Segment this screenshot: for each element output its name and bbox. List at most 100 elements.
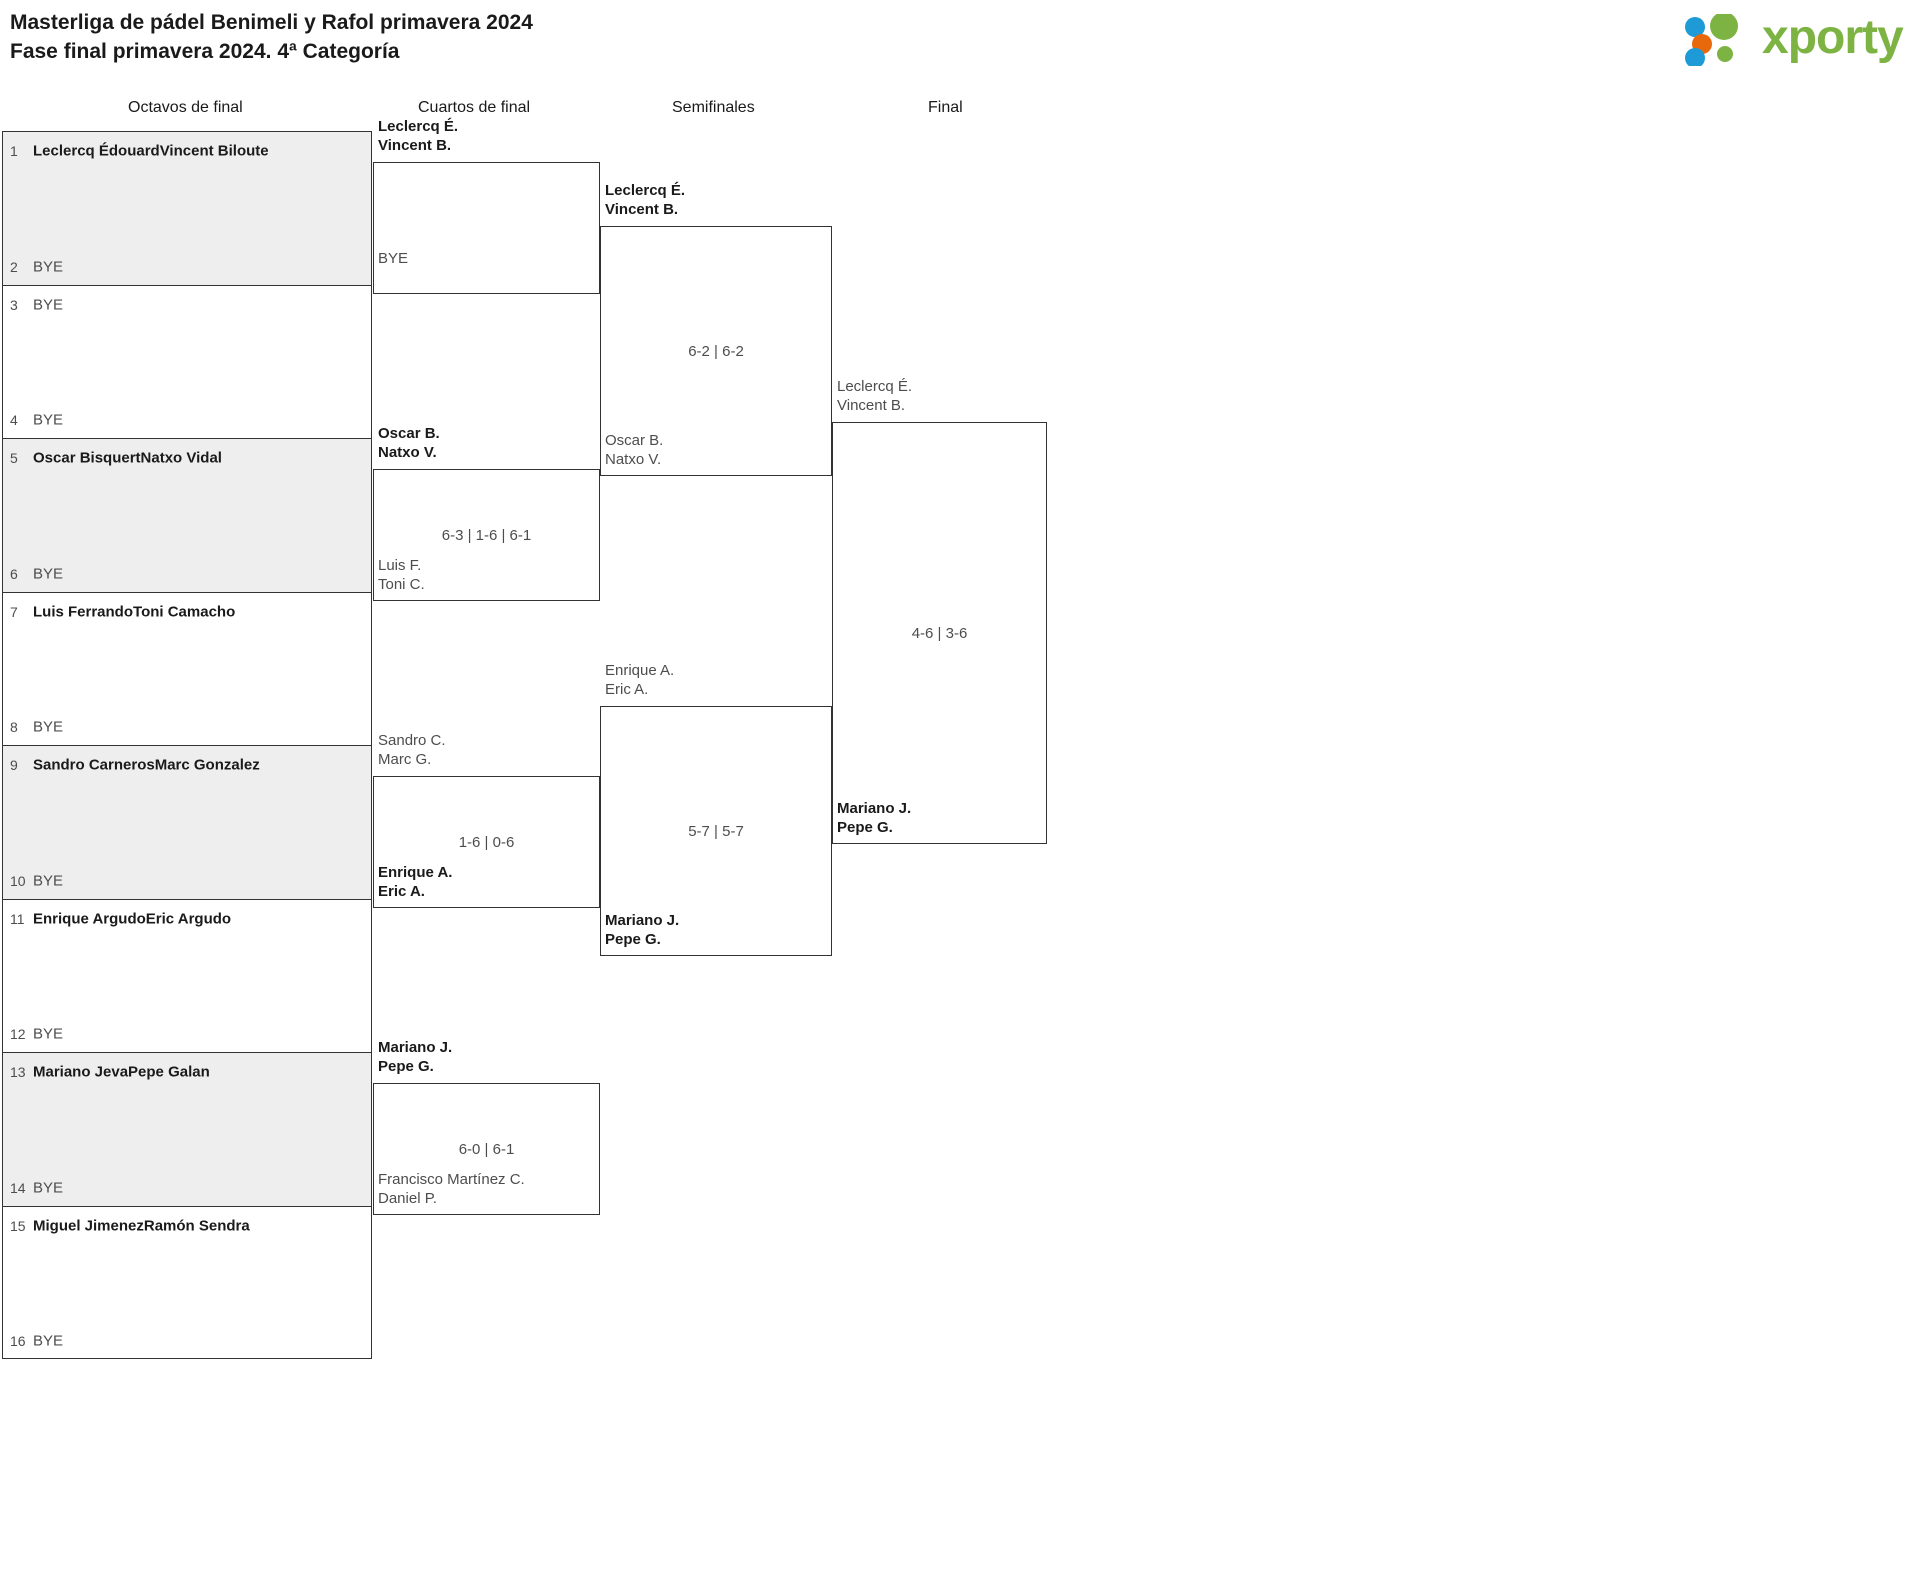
participant-line: BYE — [378, 250, 409, 267]
participant-line: Oscar Bisquert — [33, 449, 141, 467]
participant-line: Vincent B. — [378, 137, 452, 154]
round-header-final: Final — [928, 99, 963, 116]
participant-line: Eric Argudo — [145, 910, 232, 927]
final-match-1-box[interactable]: 4-6 | 3-6 — [832, 422, 1047, 844]
participant-line: Mariano Jeva — [33, 1063, 129, 1081]
seed-number: 5 — [10, 450, 18, 466]
participant-line: Luis Ferrando — [33, 603, 134, 620]
round-header-cuartos: Cuartos de final — [418, 99, 531, 116]
participant-line: Toni Camacho — [133, 603, 236, 620]
participant-names: Sandro CarnerosMarc Gonzalez — [33, 756, 260, 775]
semis-match-1-bottom-participant: Oscar B.Natxo V. — [605, 431, 663, 469]
seed-number: 12 — [10, 1026, 26, 1042]
cuartos-match-2-bottom-participant: Luis F.Toni C. — [378, 556, 425, 594]
cuartos-match-1-bottom-participant: BYE — [378, 249, 408, 268]
participant-line: Eric A. — [378, 883, 425, 900]
participant-line: Natxo V. — [378, 444, 437, 461]
bye-label: BYE — [33, 411, 64, 429]
participant-line: Francisco Martínez C. — [378, 1171, 525, 1188]
participant-line: Mariano J. — [378, 1039, 453, 1056]
round1-slot-4[interactable]: 4 BYE — [3, 403, 371, 437]
seed-number: 7 — [10, 603, 18, 620]
participant-line: Sandro Carneros — [33, 756, 155, 774]
bye-label: BYE — [33, 565, 64, 582]
seed-number: 3 — [10, 296, 18, 313]
cuartos-match-4-box[interactable]: 6-0 | 6-1 — [373, 1083, 600, 1215]
round1-slot-12[interactable]: 12 BYE — [3, 1017, 371, 1051]
round-header-octavos: Octavos de final — [128, 99, 243, 116]
bye-label: BYE — [33, 1332, 64, 1350]
participant-names: Luis FerrandoToni Camacho — [33, 602, 235, 621]
participant-line: Leclercq Édouard — [33, 142, 160, 160]
cuartos-match-4-top-participant: Mariano J. Pepe G. — [378, 1038, 452, 1076]
cuartos-match-2-score: 6-3 | 1-6 | 6-1 — [441, 527, 532, 544]
round1-slot-11[interactable]: 11 Enrique ArgudoEric Argudo — [3, 902, 371, 936]
bye-label: BYE — [33, 1179, 64, 1196]
participant-names: Enrique ArgudoEric Argudo — [33, 909, 231, 928]
semis-match-2-score: 5-7 | 5-7 — [688, 823, 744, 840]
participant-line: Marc Gonzalez — [154, 756, 260, 774]
final-match-1-score: 4-6 | 3-6 — [911, 625, 968, 642]
cuartos-match-4-bottom-participant: Francisco Martínez C.Daniel P. — [378, 1170, 525, 1208]
semis-match-2-box[interactable]: 5-7 | 5-7 — [600, 706, 832, 956]
seed-number: 11 — [10, 910, 25, 927]
cuartos-match-3-box[interactable]: 1-6 | 0-6 — [373, 776, 600, 908]
round1-slot-16[interactable]: 16 BYE — [3, 1324, 371, 1358]
seed-number: 4 — [10, 412, 18, 428]
final-match-1-top-participant: Leclercq É. Vincent B. — [837, 377, 912, 415]
participant-line: Pepe G. — [605, 931, 661, 948]
participant-line: Natxo V. — [605, 451, 662, 468]
bye-label: BYE — [33, 1025, 64, 1043]
participant-line: Pepe G. — [378, 1058, 434, 1075]
participant-line: Vincent B. — [605, 201, 679, 218]
cuartos-match-3-bottom-participant: Enrique A. Eric A. — [378, 863, 452, 901]
page-title: Masterliga de pádel Benimeli y Rafol pri… — [10, 8, 533, 66]
tournament-title: Masterliga de pádel Benimeli y Rafol pri… — [10, 11, 533, 34]
round1-slot-7[interactable]: 7 Luis FerrandoToni Camacho — [3, 595, 371, 629]
participant-line: Oscar B. — [378, 425, 440, 442]
participant-line: Mariano J. — [605, 912, 680, 929]
semis-match-1-box[interactable]: 6-2 | 6-2 — [600, 226, 832, 476]
participant-line: Vincent Biloute — [159, 142, 269, 160]
seed-number: 16 — [10, 1333, 26, 1349]
cuartos-match-1-box[interactable] — [373, 162, 600, 294]
seed-number: 2 — [10, 258, 18, 275]
xporty-logo[interactable]: xporty — [1682, 8, 1904, 70]
round1-slot-14[interactable]: 14 BYE — [3, 1171, 371, 1205]
semis-match-2-top-participant: Enrique A. Eric A. — [605, 661, 674, 699]
semis-match-2-bottom-participant: Mariano J. Pepe G. — [605, 911, 679, 949]
seed-number: 15 — [10, 1217, 26, 1234]
participant-line: Eric A. — [605, 681, 649, 698]
participant-line: Leclercq É. — [837, 378, 913, 395]
participant-line: Enrique A. — [605, 662, 675, 679]
cuartos-match-2-box[interactable]: 6-3 | 1-6 | 6-1 — [373, 469, 600, 601]
participant-line: Leclercq É. — [605, 182, 686, 199]
participant-line: Vincent B. — [837, 397, 906, 414]
participant-line: Enrique A. — [378, 864, 453, 881]
participant-names: Leclercq ÉdouardVincent Biloute — [33, 142, 269, 161]
cuartos-match-4-score: 6-0 | 6-1 — [458, 1141, 515, 1158]
seed-number: 14 — [10, 1179, 26, 1196]
round1-block-6[interactable]: 11 Enrique ArgudoEric Argudo 12 BYE — [2, 898, 372, 1052]
seed-number: 8 — [10, 719, 18, 735]
participant-line: Luis F. — [378, 557, 422, 574]
participant-line: Miguel Jimenez — [33, 1217, 144, 1234]
participant-line: Pepe Galan — [128, 1063, 210, 1081]
